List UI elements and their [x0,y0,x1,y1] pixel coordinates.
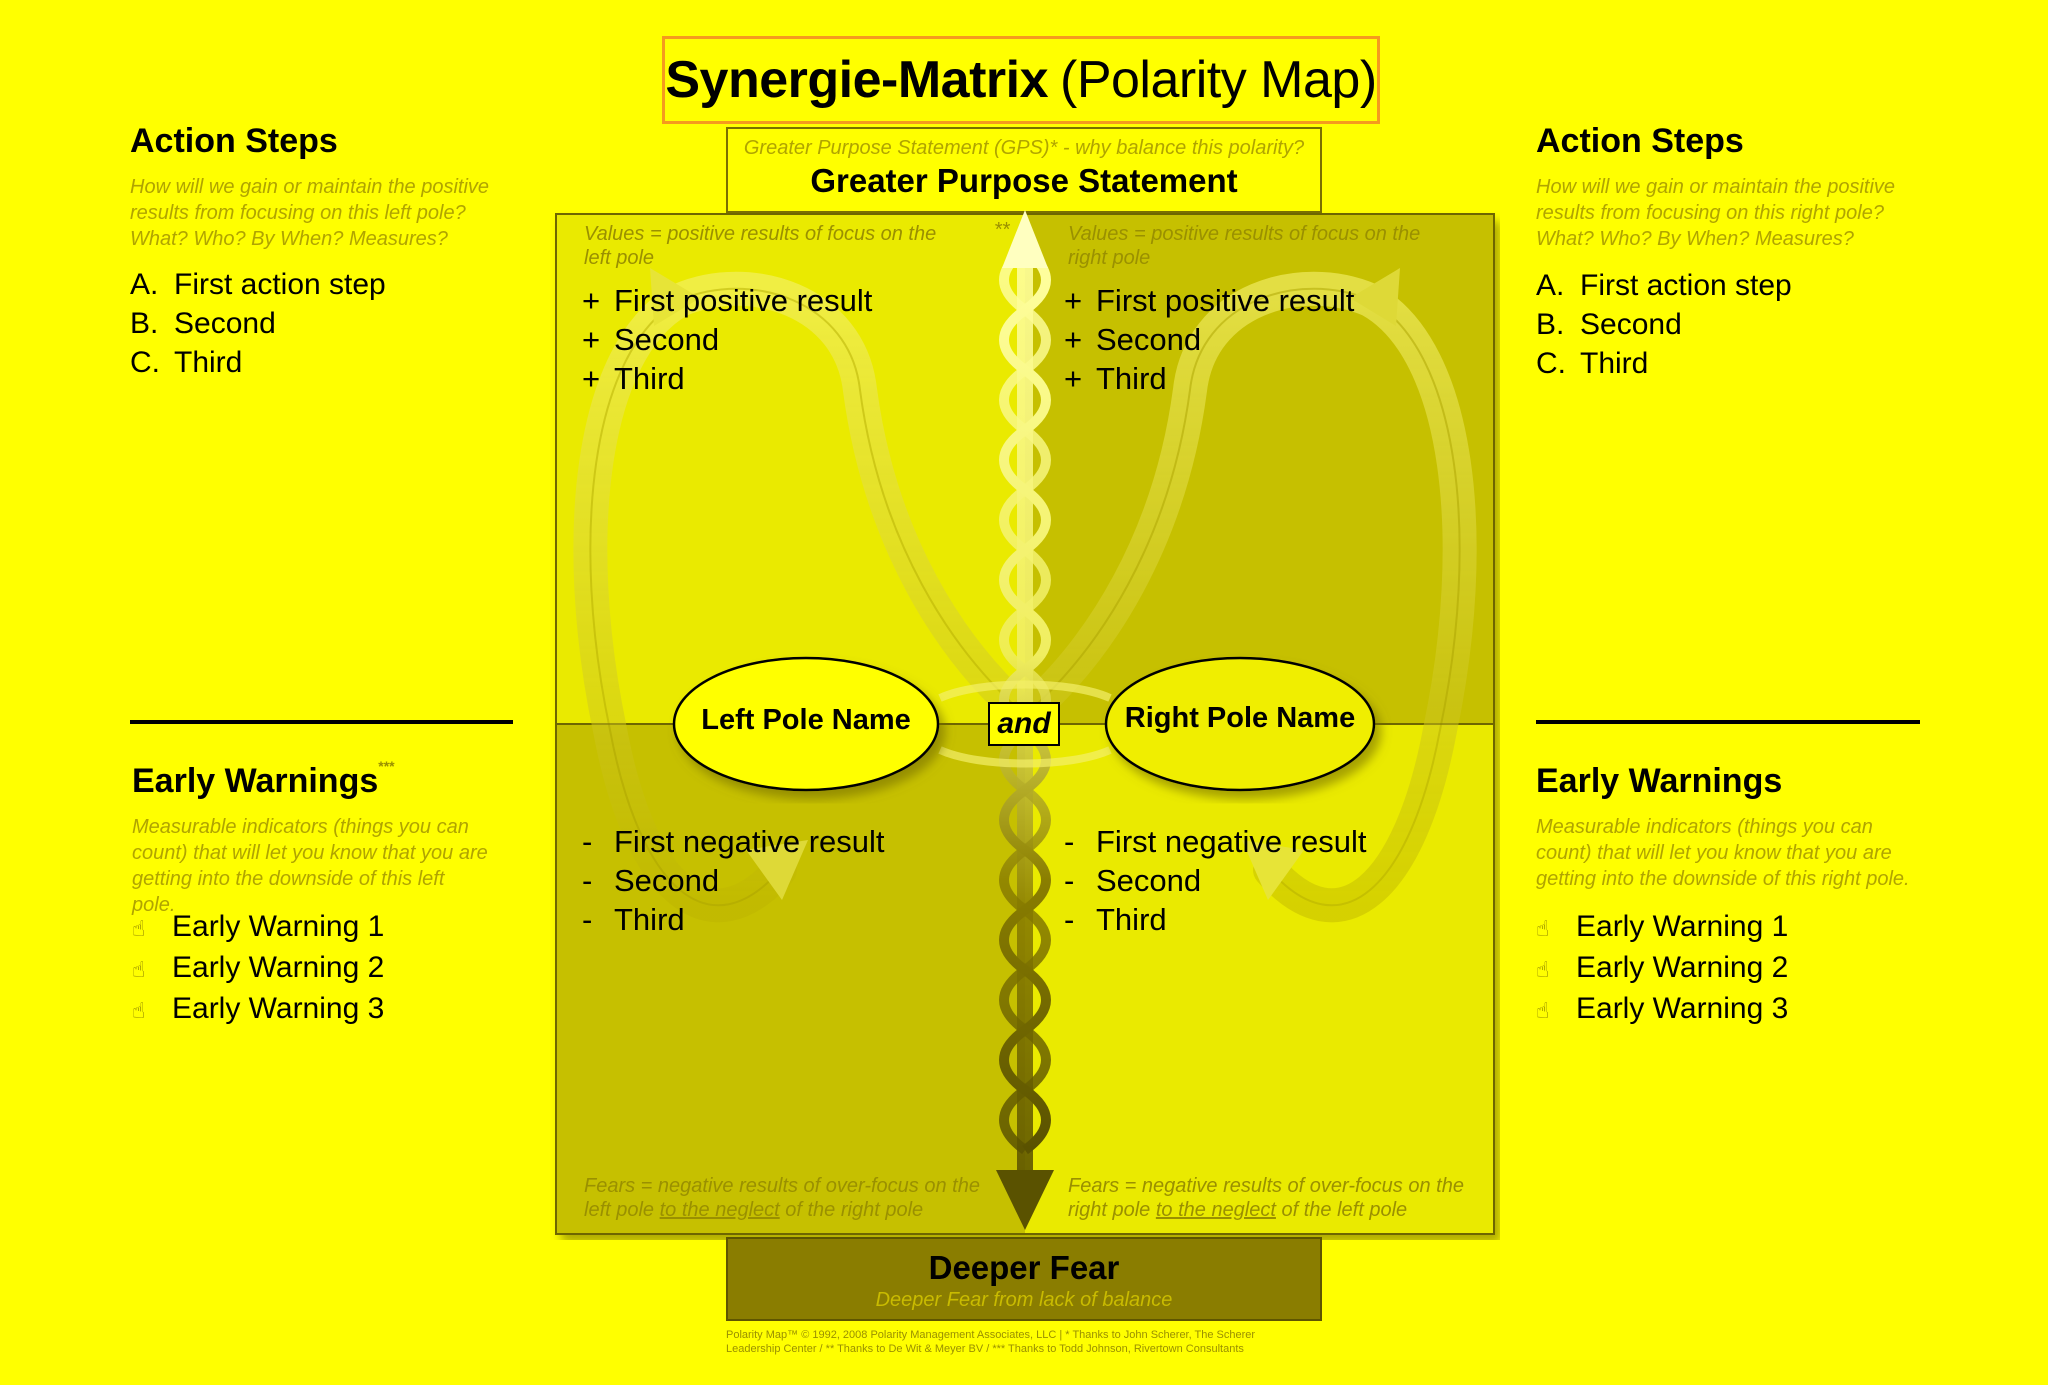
step-text: Second [174,307,276,340]
left-pole-ellipse [672,656,940,792]
left-loop-arrow [573,268,1042,923]
warning-text: Early Warning 1 [172,910,385,943]
pointing-hand-icon: ☝ [132,957,146,982]
list-item: C. Third [1536,344,1792,383]
deeper-fear-box: Deeper Fear Deeper Fear from lack of bal… [726,1237,1322,1321]
step-letter: C. [130,346,160,379]
list-item: A. First action step [130,265,386,304]
left-pole-name: Left Pole Name [701,704,911,736]
step-letter: C. [1536,347,1566,380]
list-item: +Second [1064,322,1202,357]
gps-subtitle: Greater Purpose Statement (GPS)* - why b… [743,137,1305,159]
list-item: ☝ Early Warning 1 [1536,907,1788,948]
list-item: -Third [582,902,685,937]
step-letter: B. [1536,308,1565,341]
upper-right-description: Values = positive results of focus on th… [1068,223,1421,269]
left-action-steps-list: A. First action step B. Second C. Third [130,265,386,382]
lower-right-results: -First negative result -Second -Third [1064,822,1367,939]
right-loop-arrow [1008,268,1477,923]
deeper-fear-subtitle: Deeper Fear from lack of balance [875,1289,1173,1311]
step-letter: B. [130,307,159,340]
left-early-warnings-title: Early Warnings [132,762,379,800]
left-early-warnings-list: ☝ Early Warning 1 ☝ Early Warning 2 ☝ Early… [132,907,384,1030]
list-item: ☝ Early Warning 3 [132,989,384,1030]
list-item: +First positive result [1064,283,1355,318]
pointing-hand-icon: ☝ [1536,916,1550,941]
footnote-marker: *** [378,758,395,774]
polarity-matrix [555,210,1495,1235]
list-item: ☝ Early Warning 2 [132,948,384,989]
step-text: First action step [174,268,386,301]
list-item: C. Third [130,343,386,382]
list-item: -Second [1064,863,1202,898]
warning-text: Early Warning 2 [172,951,385,984]
right-action-steps-list: A. First action step B. Second C. Third [1536,266,1792,383]
list-item: -First negative result [1064,824,1367,859]
list-item: ☝ Early Warning 3 [1536,989,1788,1030]
gps-title: Greater Purpose Statement [810,162,1238,199]
upper-left-results: +First positive result +Second +Third [582,281,872,398]
right-pole-name: Right Pole Name [1124,702,1356,734]
up-arrowhead [1002,210,1048,268]
list-item: ☝ Early Warning 1 [132,907,384,948]
upper-left-description: Values = positive results of focus on th… [584,223,937,269]
lower-left-results: -First negative result -Second -Third [582,822,885,939]
warning-text: Early Warning 2 [1576,951,1789,984]
warning-text: Early Warning 3 [172,992,385,1025]
list-item: -Third [1064,902,1167,937]
step-letter: A. [1536,269,1565,302]
step-text: Third [1580,347,1649,380]
page-title: Synergie-Matrix (Polarity Map) [662,36,1380,124]
lower-right-description: Fears = negative results of over-focus o… [1068,1175,1464,1221]
left-early-warnings-description: Measurable indicators (things you can co… [132,816,488,916]
step-text: First action step [1580,269,1792,302]
pointing-hand-icon: ☝ [1536,957,1550,982]
pointing-hand-icon: ☝ [1536,998,1550,1023]
and-connector: and [988,702,1060,746]
footnote-marker: ** [994,219,1010,241]
right-action-steps-description: How will we gain or maintain the positiv… [1536,176,1896,250]
list-item: -Second [582,863,720,898]
warning-text: Early Warning 3 [1576,992,1789,1025]
title-main: Synergie-Matrix [665,51,1048,109]
right-action-steps-heading: Action Steps [1536,122,1744,160]
greater-purpose-box: Greater Purpose Statement (GPS)* - why b… [726,127,1322,213]
right-early-warnings-description: Measurable indicators (things you can co… [1536,816,1910,890]
list-item: A. First action step [1536,266,1792,305]
right-pole-ellipse [1104,656,1376,792]
step-text: Second [1580,308,1682,341]
footer-line: Leadership Center / ** Thanks to De Wit … [726,1343,1244,1355]
left-early-warnings-heading: Early Warnings*** [132,758,395,801]
right-early-warnings-list: ☝ Early Warning 1 ☝ Early Warning 2 ☝ Early… [1536,907,1788,1030]
left-divider [130,720,513,724]
left-action-steps-description: How will we gain or maintain the positiv… [130,176,490,250]
upper-right-results: +First positive result +Second +Third [1064,281,1354,398]
list-item: +First positive result [582,283,873,318]
right-divider [1536,720,1920,724]
list-item: B. Second [1536,305,1792,344]
list-item: B. Second [130,304,386,343]
copyright-footer: Polarity Map™ © 1992, 2008 Polarity Mana… [726,1328,1346,1356]
list-item: +Third [1064,361,1167,396]
step-letter: A. [130,268,159,301]
left-action-steps-heading: Action Steps [130,122,338,160]
step-text: Third [174,346,243,379]
list-item: ☝ Early Warning 2 [1536,948,1788,989]
list-item: +Third [582,361,685,396]
deeper-fear-title: Deeper Fear [928,1249,1120,1286]
down-arrowhead [996,1170,1054,1230]
footer-line: Polarity Map™ © 1992, 2008 Polarity Mana… [726,1329,1256,1341]
list-item: +Second [582,322,720,357]
right-early-warnings-heading: Early Warnings [1536,762,1783,800]
warning-text: Early Warning 1 [1576,910,1789,943]
title-sub: (Polarity Map) [1060,51,1377,109]
pointing-hand-icon: ☝ [132,916,146,941]
lower-left-description: Fears = negative results of over-focus o… [584,1175,980,1221]
list-item: -First negative result [582,824,885,859]
pointing-hand-icon: ☝ [132,998,146,1023]
